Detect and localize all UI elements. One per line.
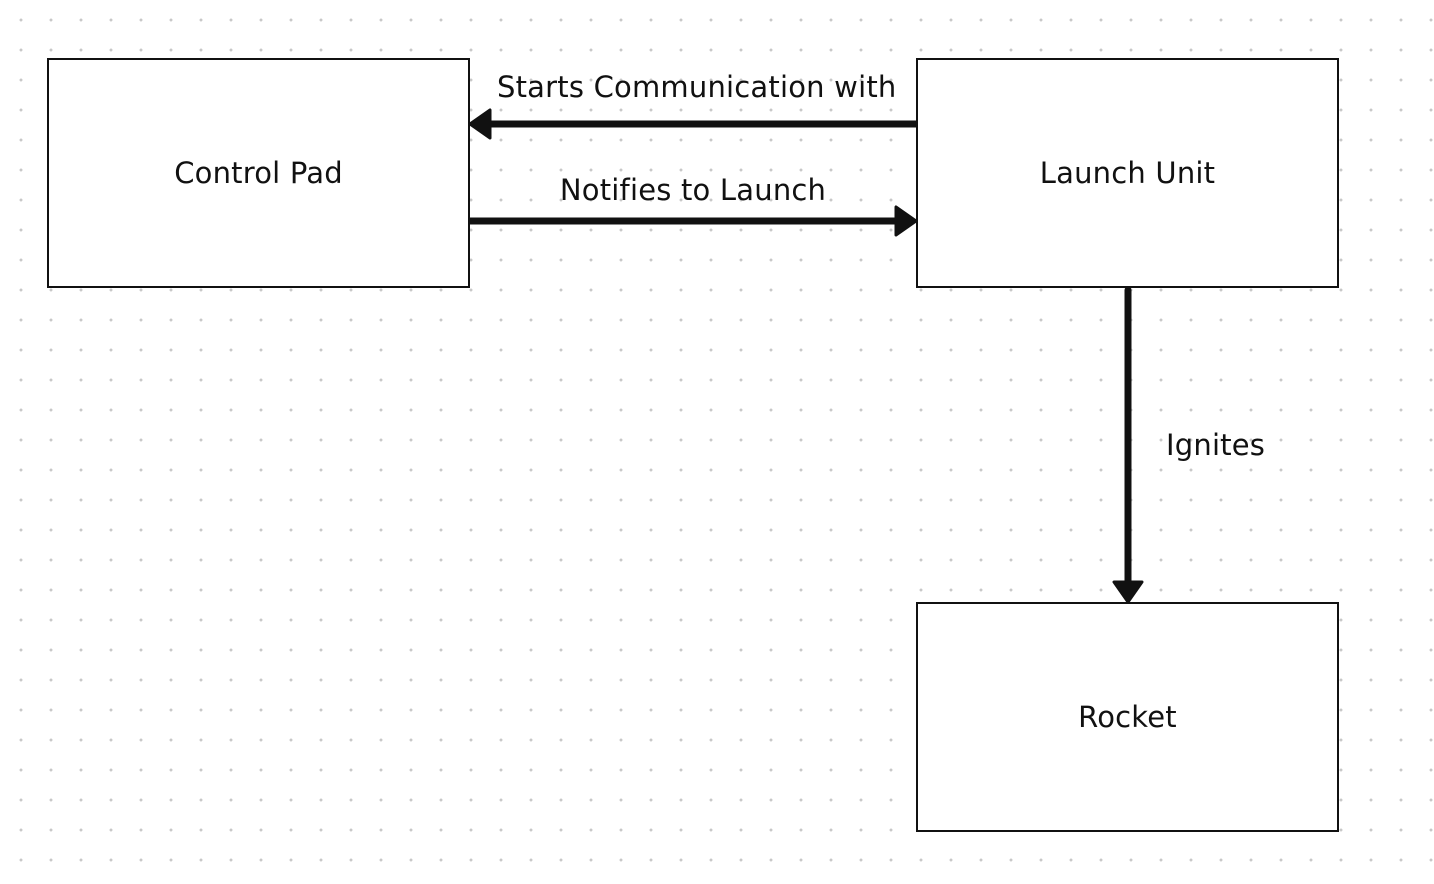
arrowhead-left-icon (468, 108, 492, 140)
node-launch-unit[interactable]: Launch Unit (916, 58, 1339, 288)
arrowhead-down-icon (1112, 580, 1144, 604)
edge-label-starts-communication: Starts Communication with (497, 70, 897, 104)
node-rocket[interactable]: Rocket (916, 602, 1339, 832)
node-label: Launch Unit (1039, 156, 1216, 190)
node-label: Rocket (1078, 700, 1177, 734)
edge-starts-communication[interactable] (468, 108, 920, 140)
node-control-pad[interactable]: Control Pad (47, 58, 470, 288)
node-label: Control Pad (174, 156, 343, 190)
edge-label-notifies-to-launch: Notifies to Launch (559, 173, 827, 207)
edge-ignites[interactable] (1112, 286, 1144, 604)
arrowhead-right-icon (894, 205, 918, 237)
edge-notifies-to-launch[interactable] (466, 205, 918, 237)
edge-label-ignites: Ignites (1166, 428, 1266, 462)
